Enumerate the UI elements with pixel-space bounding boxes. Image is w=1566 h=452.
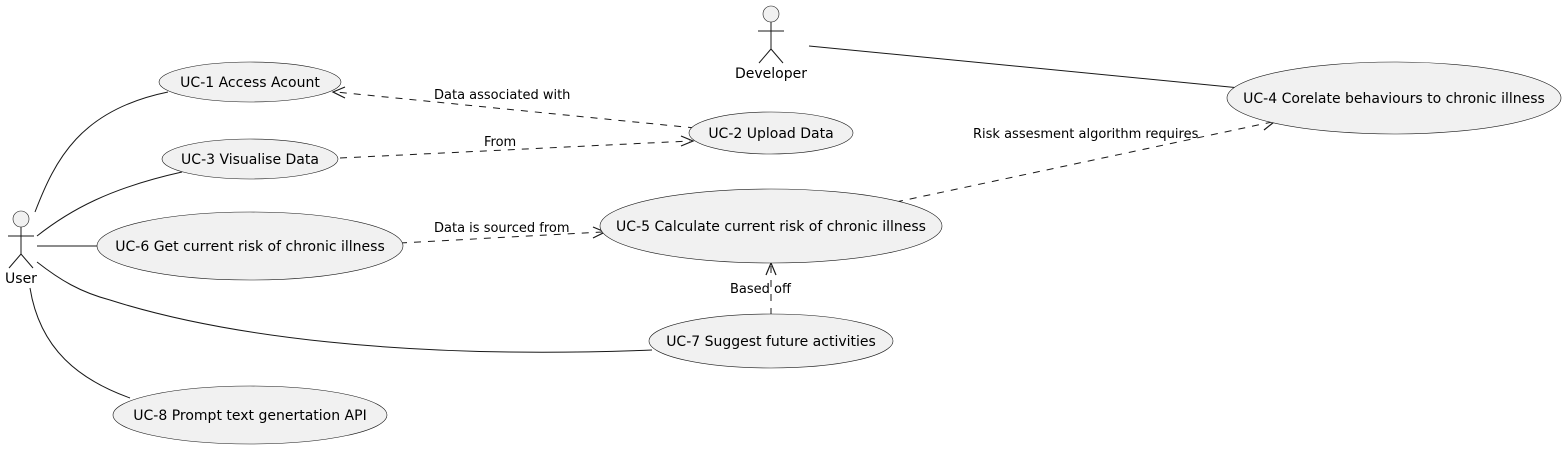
use-case-uc2-label: UC-2 Upload Data [708,126,833,142]
use-case-uc1[interactable]: UC-1 Access Acount [158,61,342,103]
use-case-uc1-label: UC-1 Access Acount [180,75,320,91]
assoc-developer-uc4 [808,45,1241,89]
dep-uc3-uc2-line [339,140,691,159]
dep-uc2-uc1-arrowhead [331,86,346,99]
relation-labels: Data associated with From Data is source… [434,88,1199,297]
dep-uc3-uc2-arrowhead [680,135,695,147]
use-case-uc5[interactable]: UC-5 Calculate current risk of chronic i… [599,188,943,264]
actor-developer-label: Developer [735,66,807,82]
assoc-user-uc8 [29,287,131,399]
actor-developer-figure-icon [758,5,784,64]
use-case-uc4-label: UC-4 Corelate behaviours to chronic illn… [1243,91,1545,107]
use-case-uc8[interactable]: UC-8 Prompt text genertation API [112,385,388,445]
actor-developer[interactable]: Developer [735,5,807,82]
assoc-user-uc1 [34,91,169,213]
use-case-uc7[interactable]: UC-7 Suggest future activities [648,313,894,369]
use-case-uc6-label: UC-6 Get current risk of chronic illness [115,239,384,255]
assoc-user-uc7 [36,261,653,353]
use-case-uc2[interactable]: UC-2 Upload Data [688,111,854,155]
actor-user[interactable]: User [5,210,37,287]
use-case-uc3-label: UC-3 Visualise Data [181,152,319,168]
actor-user-figure-icon [8,210,34,269]
label-based-off: Based off [730,282,792,297]
use-case-uc6[interactable]: UC-6 Get current risk of chronic illness [96,211,404,281]
use-case-uc8-label: UC-8 Prompt text genertation API [133,408,366,424]
label-risk-assesment-algorithm-requires: Risk assesment algorithm requires [973,127,1199,142]
actor-user-label: User [5,271,37,287]
use-case-uc3[interactable]: UC-3 Visualise Data [161,138,339,180]
label-from: From [484,135,516,150]
use-case-uc4[interactable]: UC-4 Corelate behaviours to chronic illn… [1226,61,1562,135]
dep-uc6-uc5-line [399,231,603,244]
label-data-is-sourced-from: Data is sourced from [434,221,570,236]
dep-uc2-uc1-line [335,91,696,129]
associations [29,45,1241,399]
use-case-uc5-label: UC-5 Calculate current risk of chronic i… [616,219,926,235]
label-data-associated-with: Data associated with [434,88,570,103]
use-case-uc7-label: UC-7 Suggest future activities [666,334,876,350]
assoc-user-uc3 [36,171,183,237]
